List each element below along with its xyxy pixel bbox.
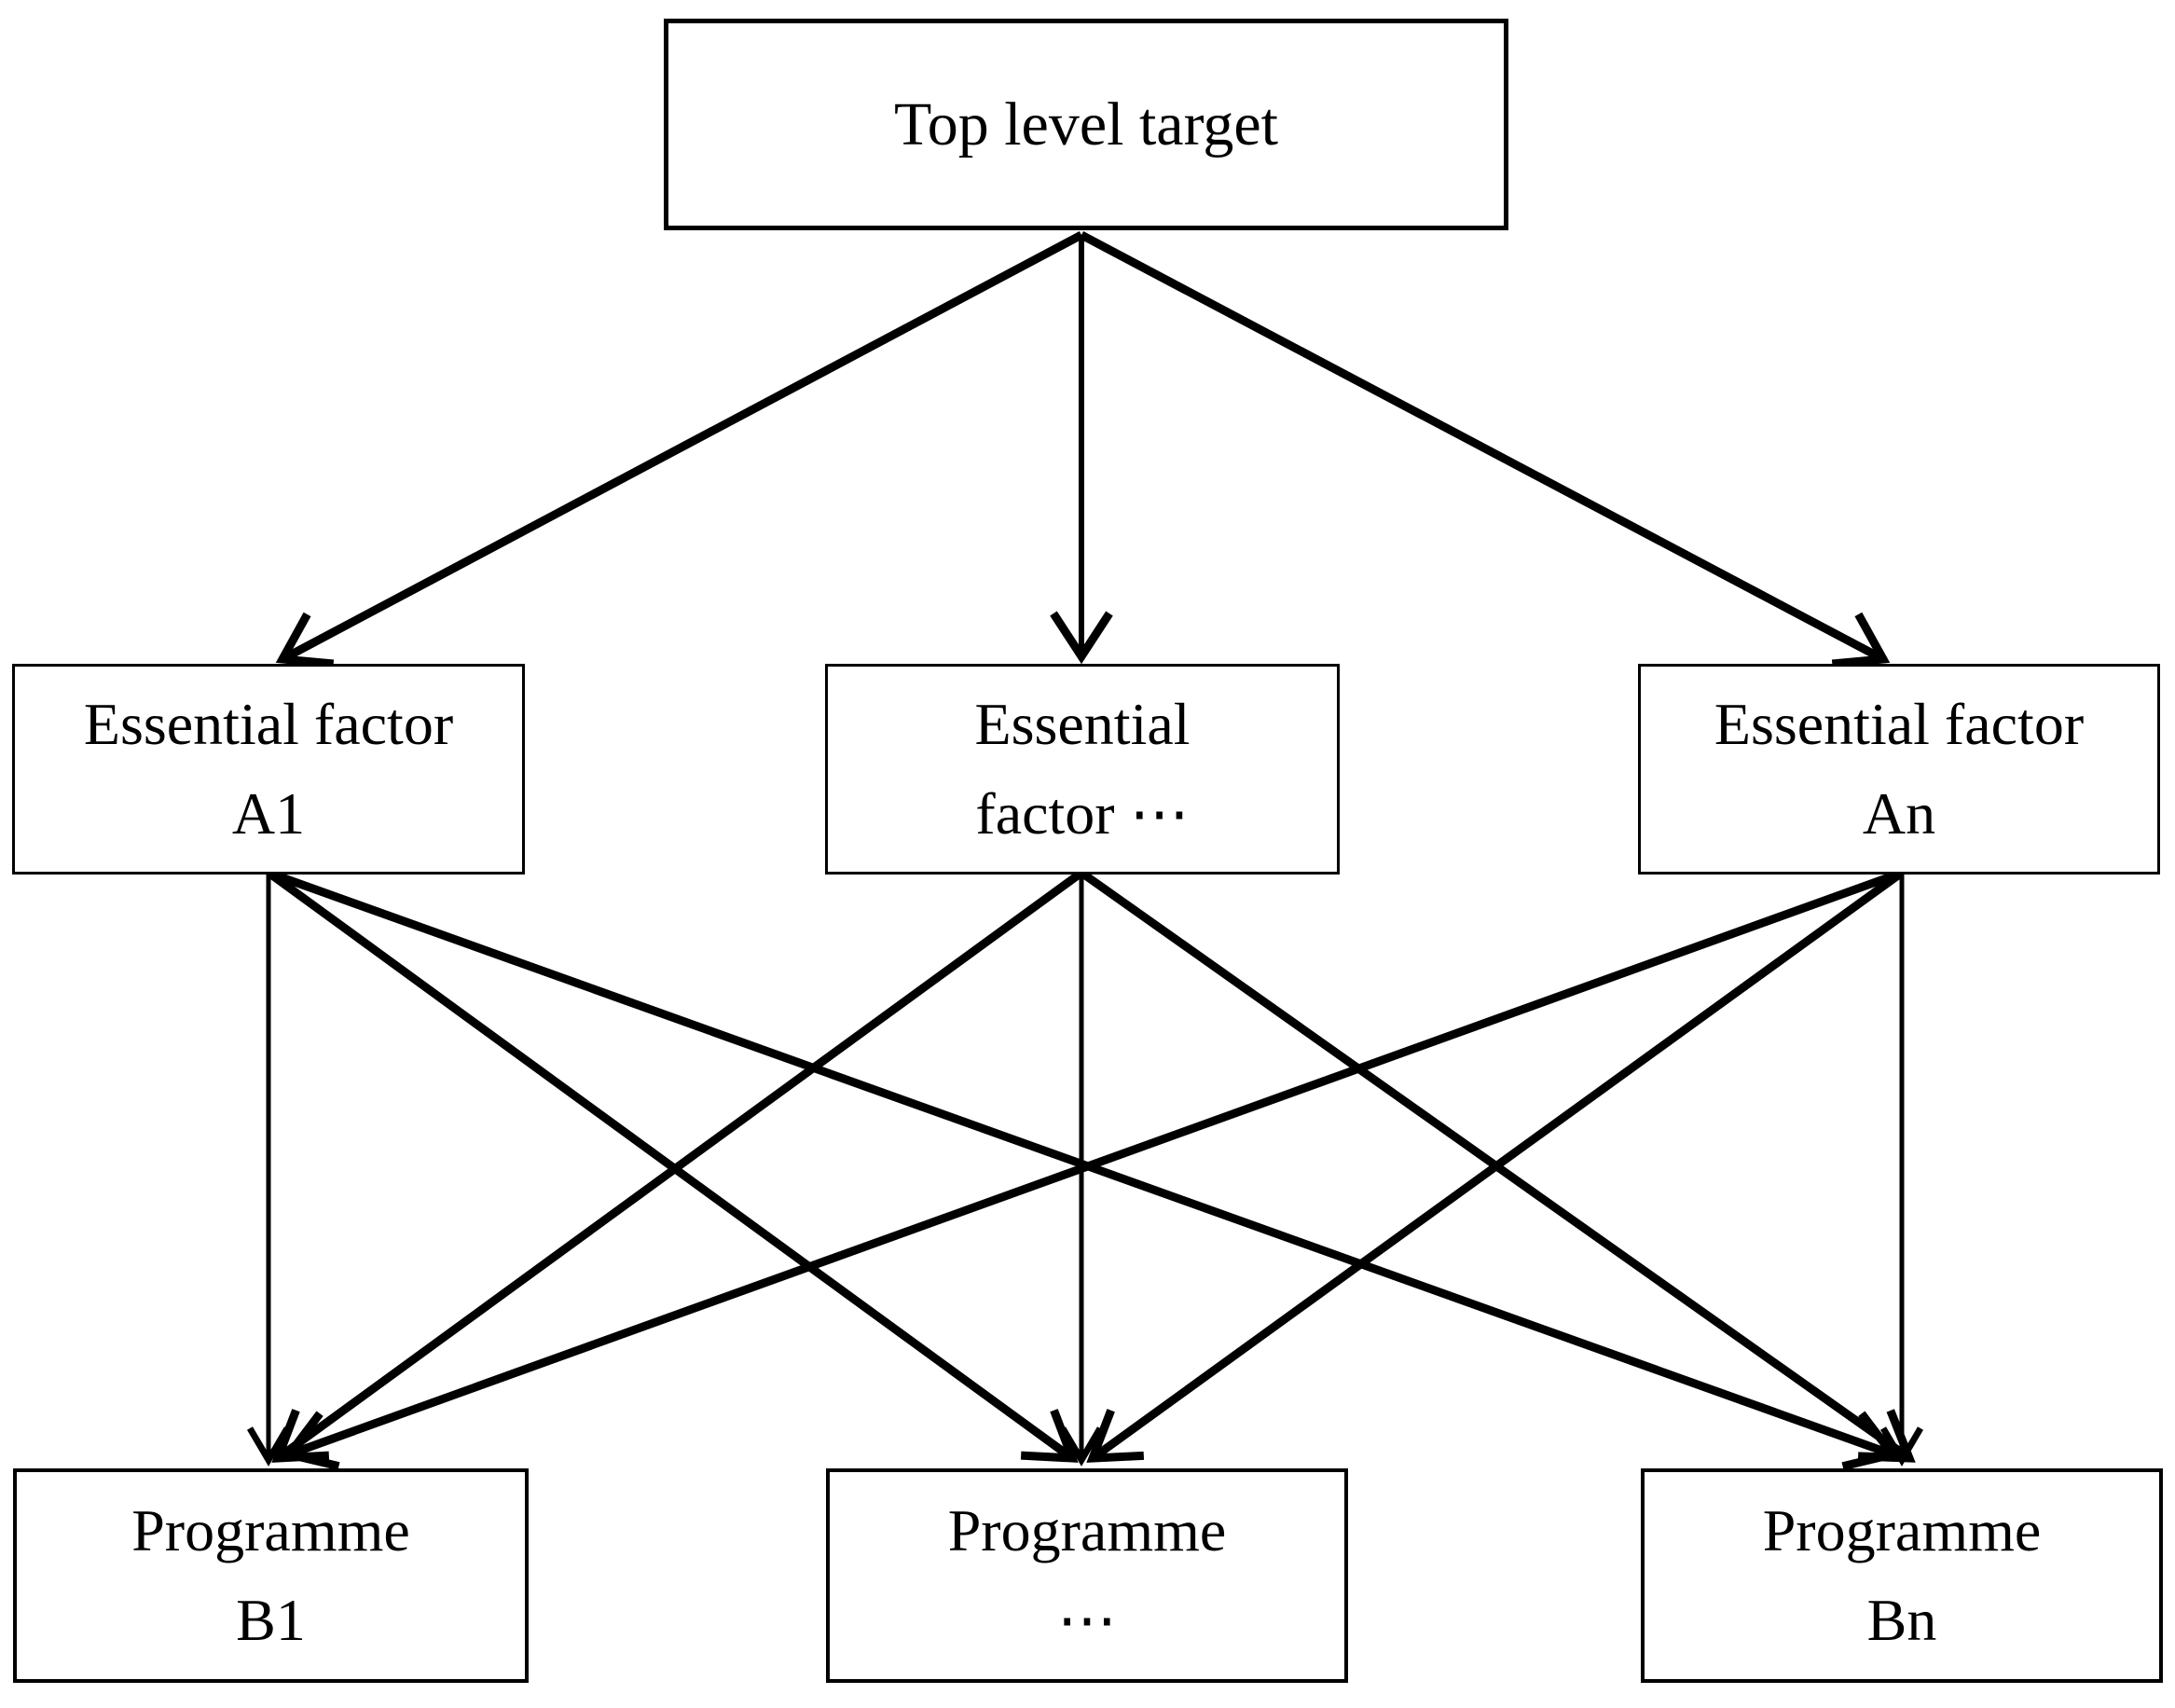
essential-factor-a1-line2: A1 <box>231 780 306 847</box>
node-programme-bn: Programme Bn <box>1641 1468 2163 1683</box>
programme-dots-line1: Programme <box>947 1497 1227 1563</box>
essential-factor-an-line1: Essential factor <box>1714 691 2085 757</box>
essential-factor-a1-line1: Essential factor <box>83 691 454 757</box>
edge-top-to-factor-an <box>1079 231 1891 668</box>
node-programme-dots: Programme ⋯ <box>826 1468 1348 1683</box>
programme-bn-line2: Bn <box>1866 1587 1937 1653</box>
edge-factor-a1-to-programme-dots <box>266 869 1079 1463</box>
edge-factor-an-to-programme-dots <box>1086 869 1905 1463</box>
programme-dots-line2: ⋯ <box>1057 1587 1117 1653</box>
node-programme-b1: Programme B1 <box>13 1468 529 1683</box>
node-essential-factor-dots: Essential factor ⋯ <box>825 664 1340 875</box>
essential-factor-an-line2: An <box>1862 780 1936 847</box>
essential-factor-dots-line1: Essential <box>974 691 1191 757</box>
programme-b1-line2: B1 <box>236 1587 306 1653</box>
programme-bn-line1: Programme <box>1762 1497 2042 1563</box>
programme-b1-line1: Programme <box>131 1497 410 1563</box>
node-essential-factor-a1: Essential factor A1 <box>12 664 525 875</box>
top-level-target-label: Top level target <box>893 90 1279 158</box>
essential-factor-dots-line2: factor ⋯ <box>975 780 1190 847</box>
node-essential-factor-an: Essential factor An <box>1638 664 2160 875</box>
edge-factor-dots-to-programme-b1 <box>271 869 1084 1463</box>
node-top-level-target: Top level target <box>664 19 1508 230</box>
edge-factor-an-to-programme-b1 <box>282 868 1904 1470</box>
edge-top-to-factor-a1 <box>275 231 1084 668</box>
